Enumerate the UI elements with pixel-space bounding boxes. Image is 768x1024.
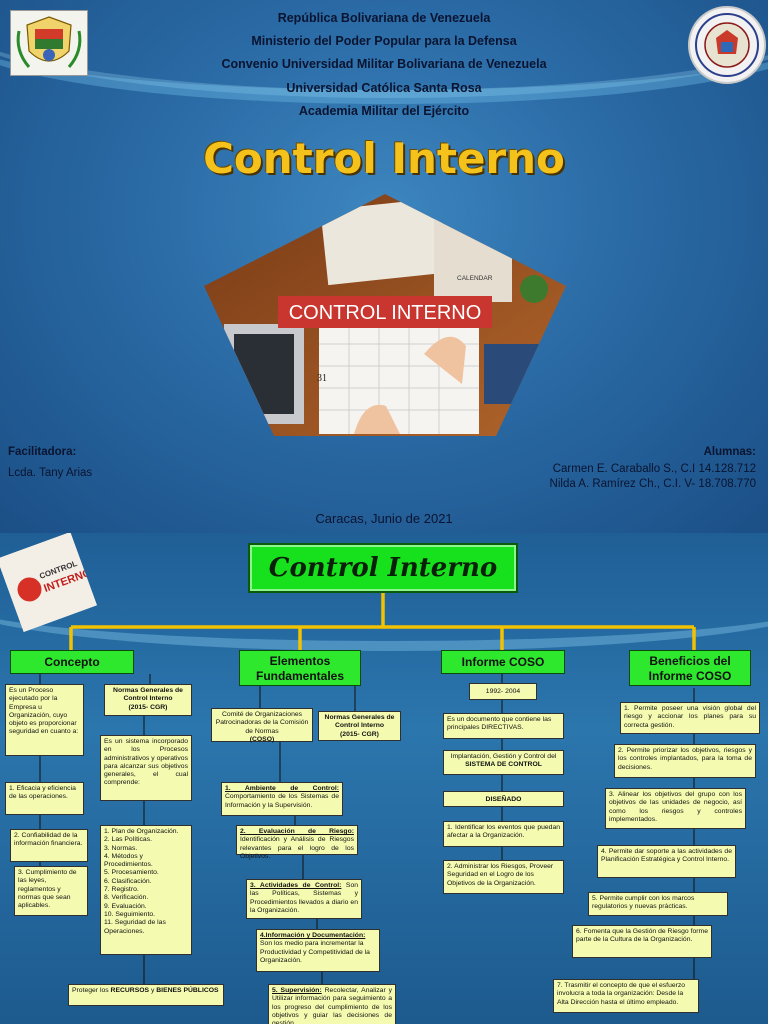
coat-of-arms-logo [10, 10, 88, 76]
element-1-title: 1. Ambiente de Control: [225, 785, 339, 792]
students-label: Alumnas: [703, 446, 756, 458]
elements-norms-title: Normas Generales de Control Interno [324, 714, 395, 730]
list-item: 3. Normas. [104, 844, 138, 852]
list-item: 6. Clasificación. [104, 877, 152, 885]
concept-item-1: 1. Eficacia y eficiencia de las operacio… [5, 782, 84, 815]
element-1: 1. Ambiente de Control: Comportamiento d… [221, 782, 343, 816]
concept-norms-box: Normas Generales de Control Interno (201… [104, 684, 192, 716]
element-4-text: Son los medio para incrementar la Produc… [260, 940, 370, 964]
concept-item-2: 2. Confiabilidad de la información finan… [10, 829, 88, 862]
header-line-1: República Bolivariana de Venezuela [277, 11, 491, 25]
control-interno-stamp: CONTROL INTERNO [0, 533, 97, 632]
place-date: Caracas, Junio de 2021 [315, 511, 453, 526]
concept-map-slide: CONTROL INTERNO [0, 533, 768, 1024]
header-line-4: Universidad Católica Santa Rosa [286, 81, 482, 95]
implantation-bold: SISTEMA DE CONTROL [465, 761, 542, 769]
page-title: Control Interno [203, 134, 565, 183]
list-item: 10. Seguimiento. [104, 910, 156, 918]
node-elementos-fundamentales: Elementos Fundamentales [239, 650, 361, 686]
coso-years: 1992- 2004 [469, 683, 537, 700]
calendar-label: CALENDAR [457, 275, 493, 282]
element-4: 4.Información y Documentación: Son los m… [256, 929, 380, 972]
image-caption: CONTROL INTERNO [289, 302, 482, 324]
element-1-text: Comportamiento de los Sistemas de Inform… [225, 793, 339, 809]
list-item: 8. Verificación. [104, 894, 149, 902]
implantation-text: Implantación, Gestión y Control del [450, 753, 557, 760]
elements-norms-box: Normas Generales de Control Interno (201… [318, 711, 401, 741]
concept-system-desc: Es un sistema incorporado en los Proceso… [100, 735, 192, 801]
node-concepto: Concepto [10, 650, 134, 674]
protect-bienes: BIENES PÚBLICOS [156, 987, 219, 994]
benefit-2: 2. Permite priorizar los objetivos, ries… [614, 744, 756, 778]
coso-designed-1: 1. Identificar los eventos que puedan af… [443, 821, 564, 847]
element-2-text: Identificación y Análisis de Riesgos rel… [240, 836, 354, 860]
benefit-7: 7. Trasmitir el concepto de que el esfue… [553, 979, 699, 1013]
benefit-6: 6. Fomenta que la Gestión de Riesgo form… [572, 925, 712, 958]
element-2: 2. Evaluación de Riesgo: Identificación … [236, 825, 358, 860]
coso-designed: DISEÑADO [443, 791, 564, 807]
student-1: Carmen E. Caraballo S., C.I 14.128.712 [552, 463, 756, 475]
node-beneficios-coso: Beneficios del Informe COSO [629, 650, 751, 686]
calendar-day-31: 31 [317, 373, 327, 384]
concept-norms-year: (2015- CGR) [128, 703, 168, 711]
element-5-title: 5. Supervisión: [272, 987, 322, 994]
element-4-title: 4.Información y Documentación: [260, 932, 366, 939]
list-item: 11. Seguridad de las Operaciones. [104, 919, 166, 935]
header-line-3: Convenio Universidad Militar Bolivariana… [221, 57, 547, 71]
coso-abbr: (COSO) [249, 735, 275, 743]
pentagon-photo: CALENDAR SUN MON TUE WED THU FRI SAT 31 … [204, 194, 566, 436]
protect-recursos: RECURSOS [110, 987, 150, 994]
elements-coso-box: Comité de Organizaciones Patrocinadoras … [211, 708, 313, 743]
student-2: Nilda A. Ramírez Ch., C.I. V- 18.708.770 [549, 478, 756, 490]
concept-protect: Proteger los RECURSOS y BIENES PÚBLICOS [68, 984, 224, 1006]
elements-norms-year: (2015- CGR) [340, 730, 379, 738]
decorative-swoosh [0, 551, 768, 651]
benefit-1: 1. Permite poseer una visión global del … [620, 702, 760, 734]
list-item: 4. Métodos y Procedimientos. [104, 852, 153, 869]
node-informe-coso: Informe COSO [441, 650, 565, 674]
facilitator-label: Facilitadora: [8, 446, 77, 458]
element-2-title: 2. Evaluación de Riesgo: [240, 828, 354, 835]
element-5-text: Recolectar, Analizar y Utilizar informac… [272, 987, 393, 1024]
concept-norms-title: Normas Generales de Control Interno [113, 687, 183, 703]
header-line-2: Ministerio del Poder Popular para la Def… [251, 34, 517, 48]
benefit-4: 4. Permite dar soporte a las actividades… [597, 845, 736, 878]
facilitator-name: Lcda. Tany Arias [8, 467, 93, 479]
list-item: 7. Registro. [104, 886, 139, 894]
caption-banner [278, 296, 492, 328]
connector-lines [39, 591, 696, 984]
root-node: Control Interno [248, 543, 518, 593]
benefit-3: 3. Alinear los objetivos del grupo con l… [605, 788, 746, 829]
list-item: 2. Las Políticas. [104, 836, 152, 844]
element-3-text: Son las Políticas, Sistemas y Procedimie… [250, 882, 359, 914]
header-line-5: Academia Militar del Ejército [298, 104, 470, 118]
academy-seal-logo [688, 6, 766, 84]
list-item: 1. Plan de Organización. [104, 828, 179, 835]
coso-document: Es un documento que contiene las princip… [443, 713, 564, 739]
concept-definition: Es un Proceso ejecutado por la Empresa u… [5, 684, 84, 756]
element-3: 3. Actividades de Control: Son las Polít… [246, 879, 362, 919]
list-item: 9. Evaluación. [104, 902, 147, 910]
concept-item-3: 3. Cumplimiento de las leyes, reglamento… [14, 866, 88, 916]
element-3-title: 3. Actividades de Control: [250, 882, 342, 889]
benefit-5: 5. Permite cumplir con los marcos regula… [588, 892, 728, 916]
cover-slide: República Bolivariana de Venezuela Minis… [0, 0, 768, 533]
protect-prefix: Proteger los [72, 987, 111, 994]
coso-designed-2: 2. Administrar los Riesgos, Proveer Segu… [443, 860, 564, 894]
protect-mid: y [149, 987, 157, 994]
element-5: 5. Supervisión: Recolectar, Analizar y U… [268, 984, 396, 1024]
coso-desc: Comité de Organizaciones Patrocinadoras … [215, 711, 309, 735]
list-item: 5. Procesamiento. [104, 869, 159, 877]
concept-components-list: 1. Plan de Organización. 2. Las Política… [100, 825, 192, 955]
